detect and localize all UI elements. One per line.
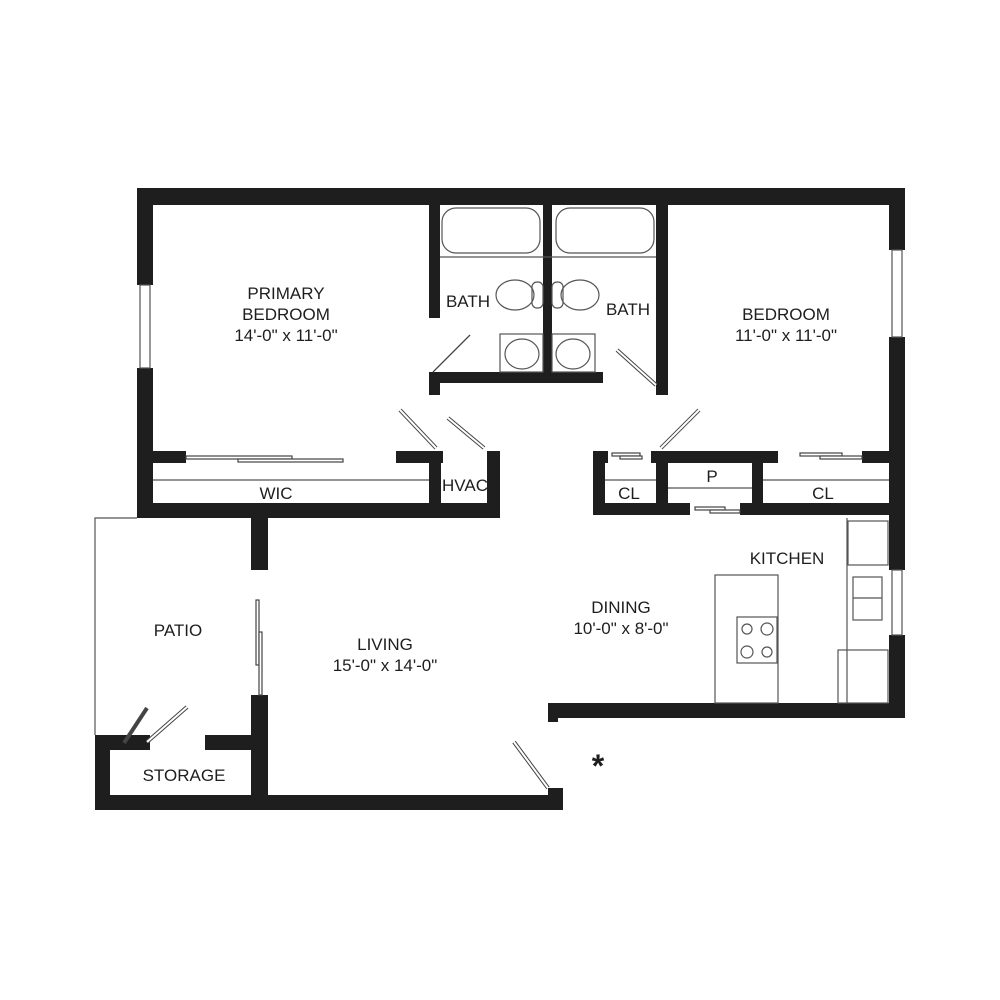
room-label-pantry: P bbox=[706, 467, 718, 486]
dining-name: DINING bbox=[591, 598, 651, 617]
entry-marker-icon: * bbox=[591, 748, 605, 784]
bath-fixtures bbox=[440, 207, 656, 373]
refrigerator-icon bbox=[847, 520, 889, 566]
windows bbox=[139, 249, 903, 636]
room-label-wic: WIC bbox=[259, 484, 293, 503]
room-label-bath-2: BATH bbox=[605, 300, 651, 319]
living-name: LIVING bbox=[357, 635, 413, 654]
primary-bedroom-name-line1: PRIMARY bbox=[247, 284, 325, 303]
dining-size: 10'-0" x 8'-0" bbox=[573, 619, 669, 638]
kitchen-fixtures bbox=[714, 518, 889, 704]
room-label-bedroom: BEDROOM 11'-0" x 11'-0" bbox=[735, 304, 837, 346]
room-label-bath-1: BATH bbox=[445, 292, 491, 311]
stove-icon bbox=[736, 616, 778, 664]
walls bbox=[95, 188, 905, 810]
room-label-storage: STORAGE bbox=[142, 766, 226, 785]
patio-outline bbox=[94, 517, 137, 735]
room-label-primary-bedroom: PRIMARY BEDROOM 14'-0" x 11'-0" bbox=[234, 283, 337, 346]
bedroom-size: 11'-0" x 11'-0" bbox=[734, 326, 838, 345]
room-label-closet-1: CL bbox=[618, 484, 640, 503]
room-label-kitchen: KITCHEN bbox=[749, 549, 825, 568]
primary-bedroom-name-line2: BEDROOM bbox=[242, 305, 330, 324]
primary-bedroom-size: 14'-0" x 11'-0" bbox=[234, 326, 338, 345]
swing-doors bbox=[122, 334, 701, 790]
room-label-hvac: HVAC bbox=[442, 476, 488, 495]
room-label-living: LIVING 15'-0" x 14'-0" bbox=[333, 634, 438, 676]
room-label-patio: PATIO bbox=[153, 621, 203, 640]
room-label-closet-2: CL bbox=[812, 484, 834, 503]
living-size: 15'-0" x 14'-0" bbox=[332, 656, 438, 675]
bedroom-name: BEDROOM bbox=[742, 305, 830, 324]
room-label-dining: DINING 10'-0" x 8'-0" bbox=[573, 597, 668, 639]
closet-shelves bbox=[153, 479, 889, 489]
sliding-doors bbox=[185, 452, 863, 696]
range-icon bbox=[837, 649, 889, 704]
